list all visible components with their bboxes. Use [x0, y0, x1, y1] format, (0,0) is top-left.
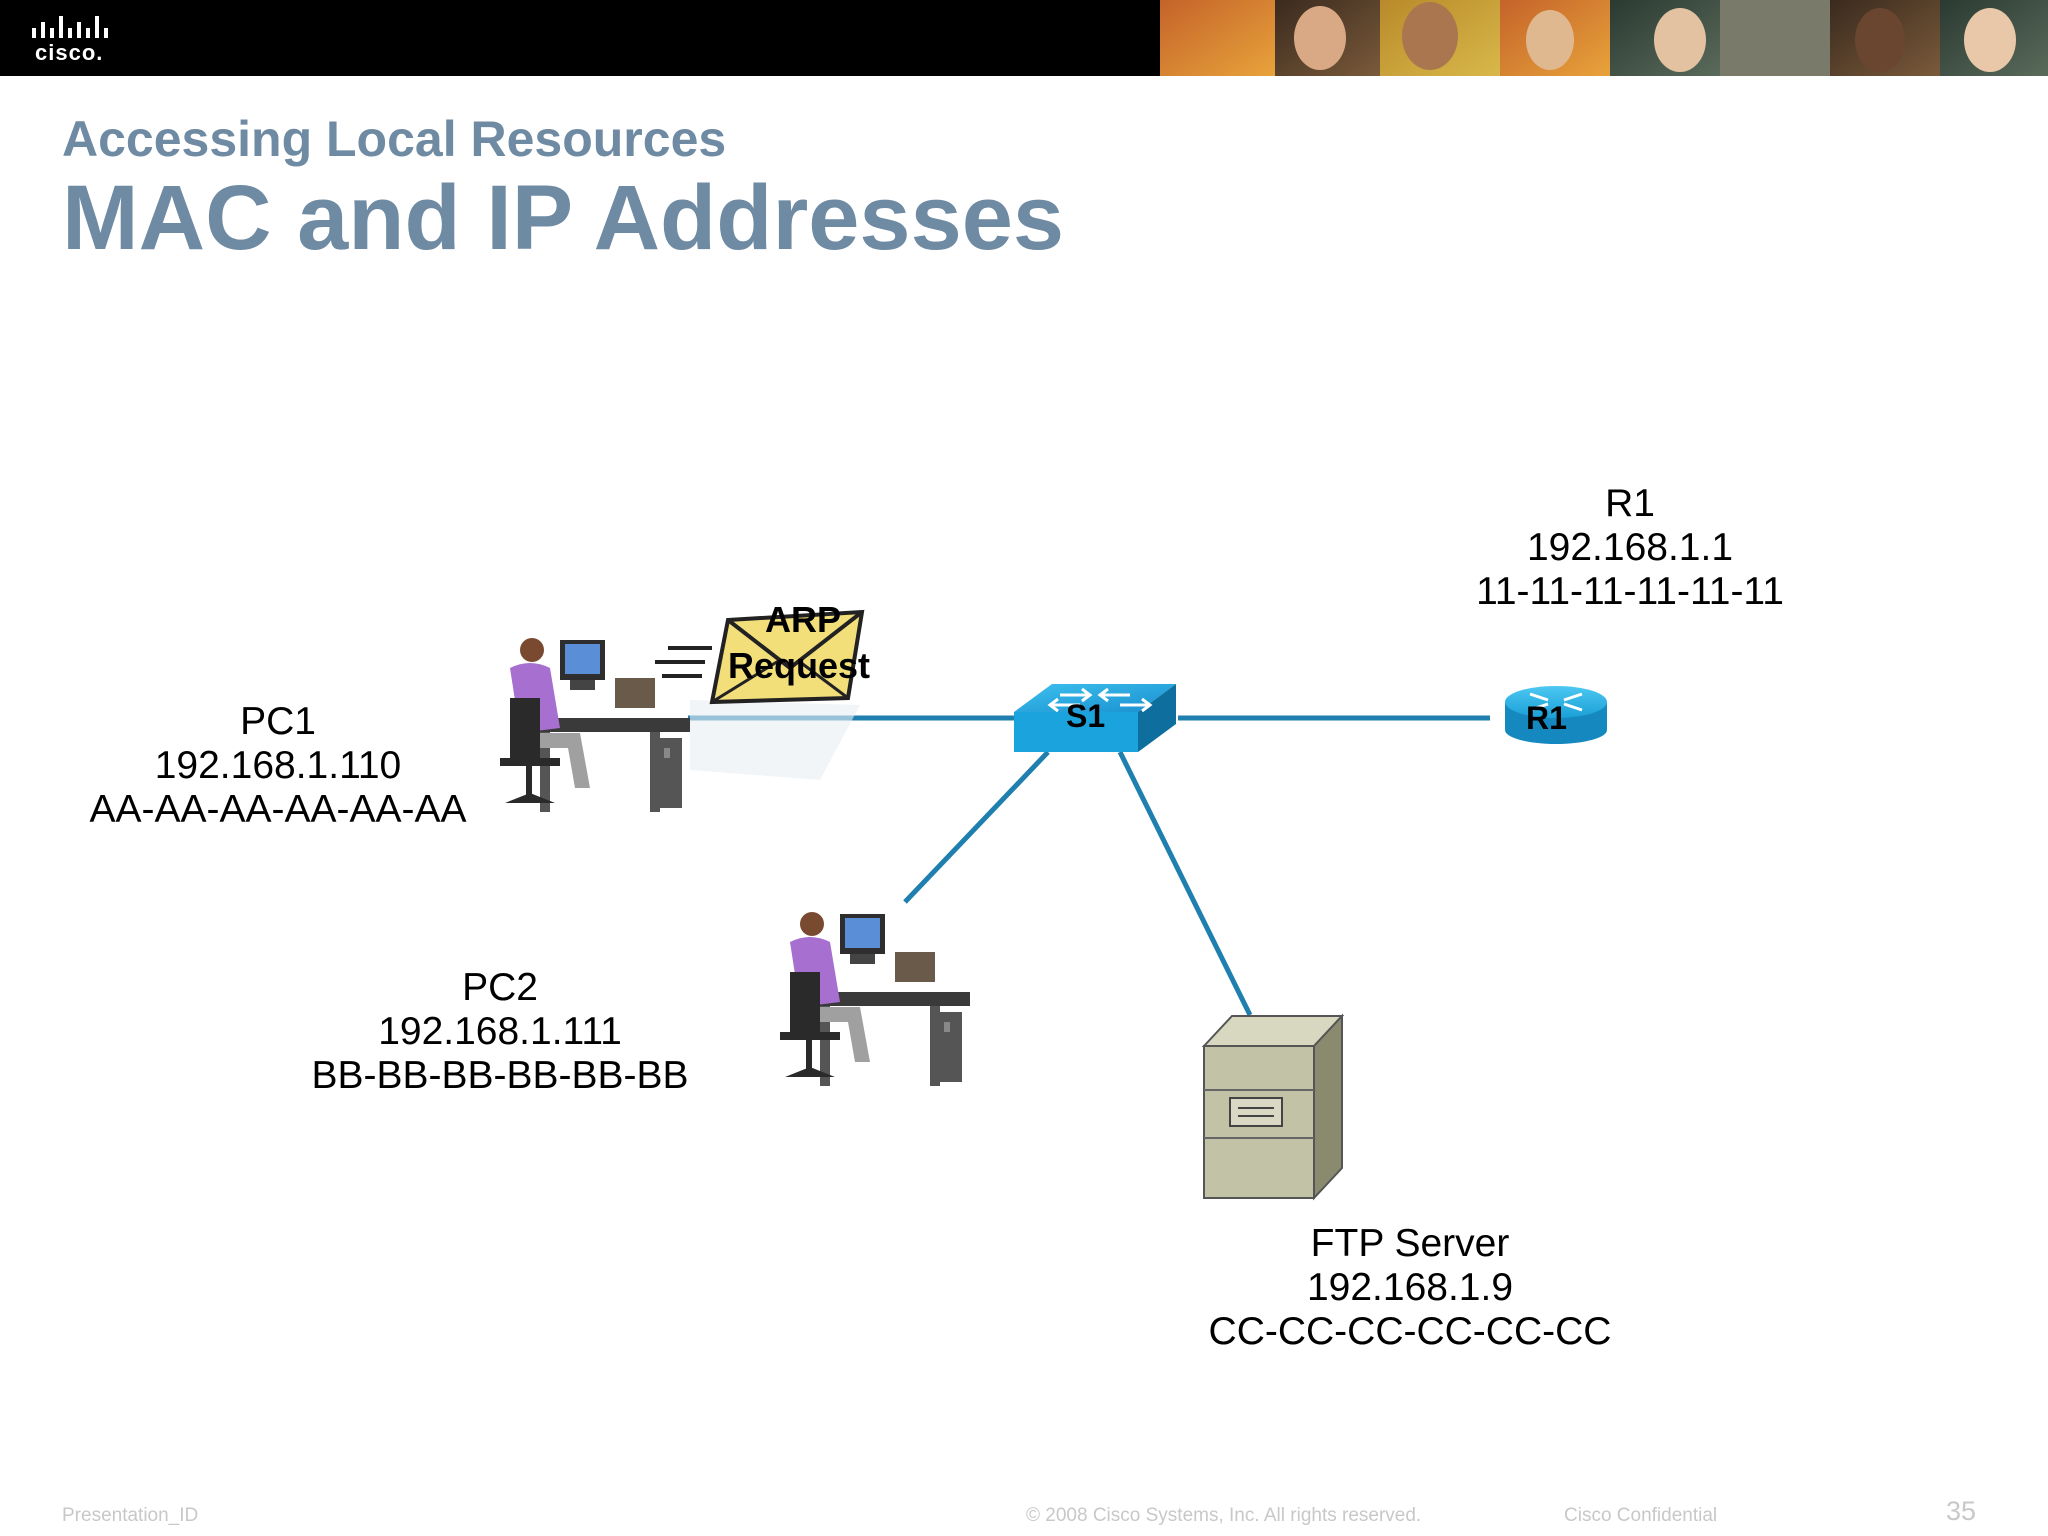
footer-confidential: Cisco Confidential — [1564, 1505, 1718, 1526]
switch-s1-label: S1 — [1066, 698, 1106, 734]
pc1-workstation-icon — [500, 638, 690, 812]
pc2-info: PC2 192.168.1.111 BB-BB-BB-BB-BB-BB — [300, 966, 700, 1098]
link-s1-ftp — [1117, 750, 1253, 1017]
footer-presentation-id: Presentation_ID — [62, 1505, 199, 1526]
page-number: 35 — [1946, 1496, 1977, 1526]
pc2-mac: BB-BB-BB-BB-BB-BB — [311, 1054, 689, 1097]
ftp-server-icon — [1201, 1013, 1345, 1201]
ftp-name: FTP Server — [1310, 1222, 1510, 1265]
pc1-name: PC1 — [240, 700, 316, 743]
footer-copyright: © 2008 Cisco Systems, Inc. All rights re… — [1026, 1505, 1422, 1526]
slide-subtitle: Accessing Local Resources — [62, 111, 727, 167]
ftp-info: FTP Server 192.168.1.9 CC-CC-CC-CC-CC-CC — [1180, 1222, 1640, 1354]
switch-s1-icon — [1014, 684, 1176, 752]
r1-info: R1 192.168.1.1 11-11-11-11-11-11 — [1430, 482, 1830, 614]
cisco-logo-text: cisco. — [35, 40, 104, 65]
header-bar: cisco. — [0, 0, 2048, 76]
arp-envelope-icon — [655, 609, 865, 705]
pc1-ip: 192.168.1.110 — [154, 744, 402, 787]
pc1-mac: AA-AA-AA-AA-AA-AA — [89, 788, 467, 831]
pc2-workstation-icon — [780, 912, 970, 1086]
r1-name: R1 — [1605, 482, 1655, 525]
arp-label-line2: Request — [728, 645, 871, 686]
packet-trail — [690, 700, 860, 780]
cisco-logo-icon — [32, 16, 108, 38]
pc2-name: PC2 — [462, 966, 538, 1009]
router-r1-icon — [1505, 686, 1607, 744]
r1-mac: 11-11-11-11-11-11 — [1476, 570, 1784, 613]
photo-strip-image — [1160, 0, 2048, 76]
slide-title: MAC and IP Addresses — [62, 167, 1065, 269]
pc1-info: PC1 192.168.1.110 AA-AA-AA-AA-AA-AA — [78, 700, 478, 832]
router-r1-label: R1 — [1526, 700, 1567, 736]
ftp-ip: 192.168.1.9 — [1306, 1266, 1514, 1309]
pc2-ip: 192.168.1.111 — [378, 1010, 622, 1053]
ftp-mac: CC-CC-CC-CC-CC-CC — [1208, 1310, 1612, 1353]
arp-label-line1: ARP — [765, 599, 842, 640]
link-s1-pc2 — [903, 750, 1050, 904]
r1-ip: 192.168.1.1 — [1526, 526, 1734, 569]
